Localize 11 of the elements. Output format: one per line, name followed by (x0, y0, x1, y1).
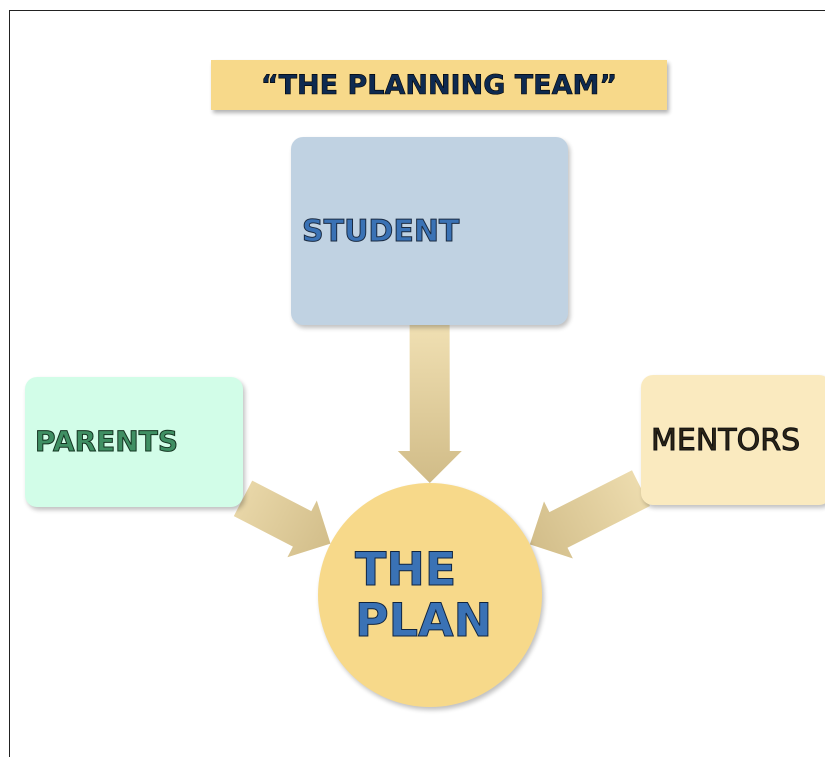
node-label: MENTORS (651, 424, 802, 456)
block-arrow (234, 480, 330, 558)
node-label: STUDENT (302, 214, 460, 248)
rounded-box (25, 377, 243, 507)
node-label: THE PLAN (355, 544, 494, 646)
rounded-box (641, 375, 825, 505)
title-banner: “THE PLANNING TEAM” (211, 60, 667, 110)
block-arrow (398, 325, 462, 483)
node-label: PARENTS (35, 426, 180, 458)
block-arrow (530, 470, 650, 558)
rounded-box (291, 137, 568, 325)
